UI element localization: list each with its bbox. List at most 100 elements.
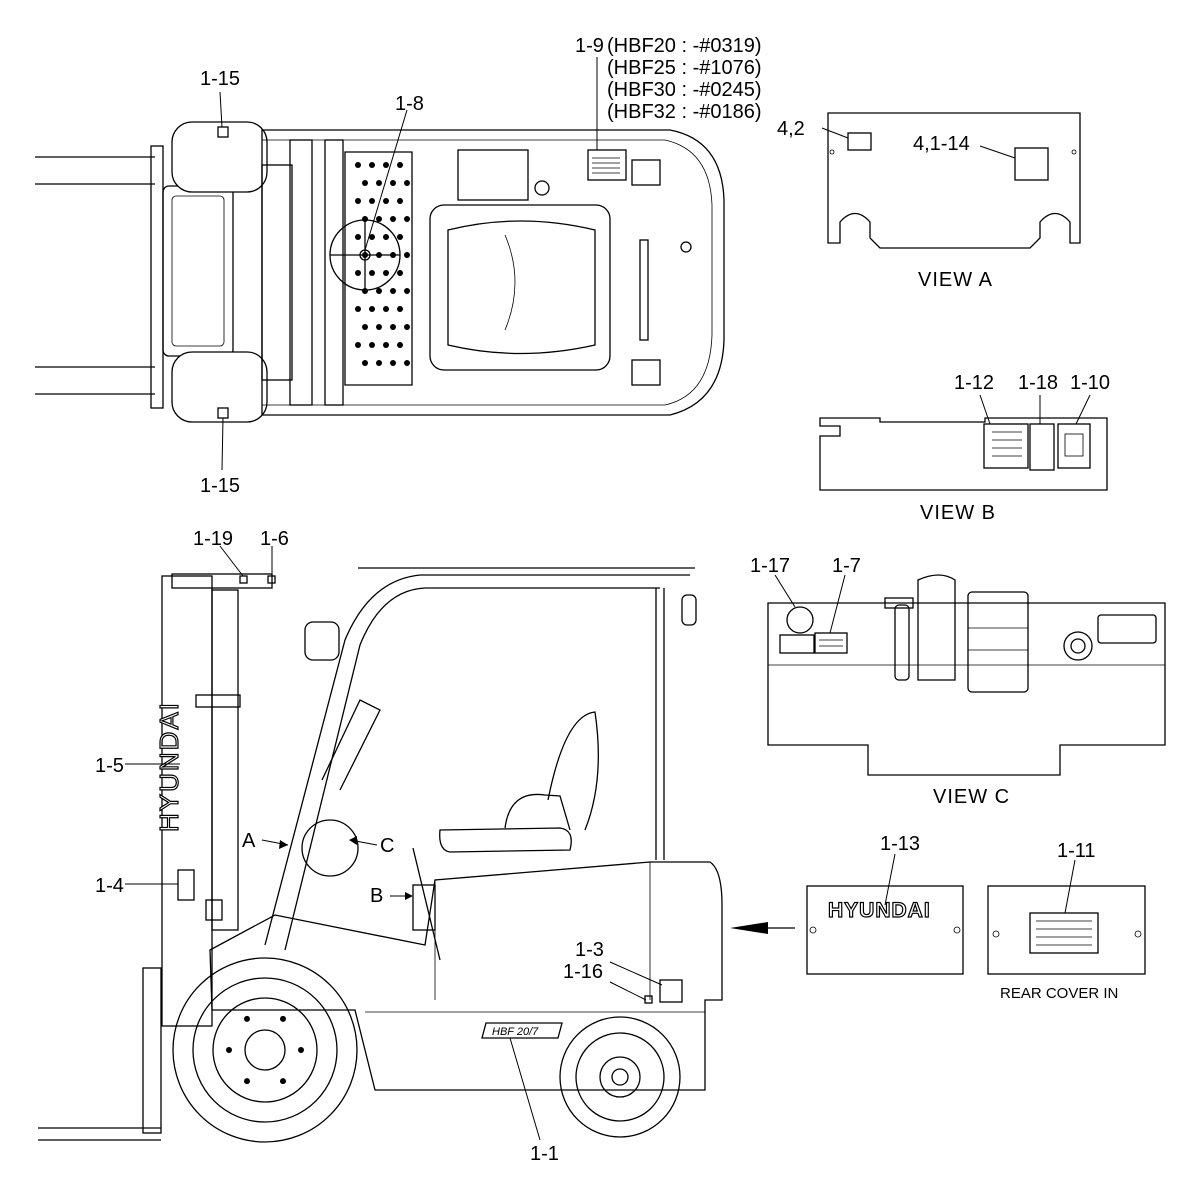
mast-brand-text: HYUNDAI bbox=[154, 701, 184, 832]
decal-1-19 bbox=[239, 575, 248, 584]
floor-hole bbox=[397, 198, 403, 204]
label-1-4: 1-4 bbox=[95, 875, 124, 897]
view-a-title: VIEW A bbox=[918, 269, 993, 291]
floor-hole bbox=[383, 270, 389, 276]
floor-hole bbox=[404, 288, 410, 294]
decal-4-1-14 bbox=[1014, 147, 1049, 181]
floor-hole bbox=[362, 180, 368, 186]
floor-hole bbox=[397, 234, 403, 240]
decal-1-9 bbox=[592, 157, 620, 174]
wheel-bolt bbox=[226, 1047, 232, 1053]
label-1-8: 1-8 bbox=[395, 93, 424, 115]
label-4-2: 4,2 bbox=[777, 118, 805, 140]
view-b-title: VIEW B bbox=[920, 502, 996, 524]
model-badge: HBF 20/7 bbox=[481, 1022, 563, 1039]
view-c-title: VIEW C bbox=[933, 786, 1010, 808]
arrow-b bbox=[390, 892, 413, 900]
floor-hole bbox=[390, 180, 396, 186]
rear-cover-caption: REAR COVER IN bbox=[1000, 985, 1118, 1002]
floor-hole bbox=[383, 234, 389, 240]
floor-hole bbox=[404, 252, 410, 258]
arrow-a bbox=[261, 839, 289, 849]
front-wheel bbox=[172, 957, 358, 1143]
floor-hole bbox=[355, 234, 361, 240]
label-1-9: 1-9 bbox=[575, 35, 604, 57]
floor-hole bbox=[383, 306, 389, 312]
view-a: 4,2 4,1-14 VIEW A bbox=[777, 112, 1081, 291]
label-4-1-14: 4,1-14 bbox=[913, 133, 970, 155]
label-1-7: 1-7 bbox=[832, 555, 861, 577]
floor-hole bbox=[369, 306, 375, 312]
floor-hole bbox=[369, 270, 375, 276]
floor-hole bbox=[376, 288, 382, 294]
floor-hole bbox=[369, 162, 375, 168]
label-1-17: 1-17 bbox=[750, 555, 790, 577]
floor-hole bbox=[376, 216, 382, 222]
floor-hole bbox=[376, 324, 382, 330]
label-1-9-serial-hbf32: (HBF32 : -#0186) bbox=[607, 101, 762, 123]
arrow-c bbox=[349, 836, 378, 846]
floor-hole bbox=[404, 360, 410, 366]
label-arrow-c: C bbox=[380, 835, 394, 857]
decal-1-17 bbox=[786, 606, 814, 634]
floor-hole bbox=[376, 180, 382, 186]
decal-1-11 bbox=[1029, 912, 1099, 954]
label-1-19: 1-19 bbox=[193, 528, 233, 550]
top-view: 1-15 1-8 1-9 (HBF20 : -#0319) (HBF25 : -… bbox=[35, 35, 762, 497]
label-1-12: 1-12 bbox=[954, 372, 994, 394]
floor-plate-holes bbox=[355, 162, 410, 366]
label-1-15-top: 1-15 bbox=[200, 68, 240, 90]
floor-hole bbox=[383, 162, 389, 168]
floor-hole bbox=[355, 270, 361, 276]
floor-hole bbox=[397, 306, 403, 312]
floor-hole bbox=[390, 360, 396, 366]
decal-1-18 bbox=[1029, 423, 1055, 471]
floor-hole bbox=[397, 342, 403, 348]
operator-seat bbox=[429, 204, 611, 371]
floor-hole bbox=[404, 180, 410, 186]
floor-hole bbox=[397, 162, 403, 168]
side-view: HYUNDAI HBF 20/7 bbox=[38, 528, 795, 1165]
decal-1-12 bbox=[983, 423, 1029, 469]
rear-cover-arrow bbox=[730, 922, 795, 934]
label-1-16: 1-16 bbox=[563, 961, 603, 983]
floor-hole bbox=[390, 216, 396, 222]
floor-hole bbox=[404, 216, 410, 222]
view-c: 1-17 1-7 VIEW C bbox=[750, 555, 1166, 808]
wheel-bolt bbox=[280, 1078, 286, 1085]
decal-1-10 bbox=[1057, 423, 1091, 469]
decal-1-7 bbox=[814, 632, 848, 654]
floor-hole bbox=[390, 324, 396, 330]
floor-hole bbox=[369, 234, 375, 240]
label-1-9-serial-hbf25: (HBF25 : -#1076) bbox=[607, 57, 762, 79]
rear-wheel bbox=[559, 1016, 681, 1138]
label-1-11: 1-11 bbox=[1057, 840, 1096, 862]
plate-brand-text: HYUNDAI bbox=[828, 899, 931, 922]
floor-hole bbox=[355, 198, 361, 204]
floor-hole bbox=[383, 342, 389, 348]
decal-4-2 bbox=[847, 132, 872, 151]
floor-hole bbox=[383, 198, 389, 204]
brand-plate: HYUNDAI 1-13 bbox=[806, 833, 964, 975]
label-1-3: 1-3 bbox=[575, 939, 604, 961]
rear-cover-plate: 1-11 REAR COVER IN bbox=[987, 840, 1146, 1002]
label-1-5: 1-5 bbox=[95, 755, 124, 777]
label-1-15-bottom: 1-15 bbox=[200, 475, 240, 497]
wheel-bolt bbox=[244, 1078, 250, 1085]
decal-1-3 bbox=[659, 979, 683, 1003]
label-arrow-b: B bbox=[370, 885, 383, 907]
label-1-18: 1-18 bbox=[1018, 372, 1058, 394]
label-1-6: 1-6 bbox=[260, 528, 289, 550]
floor-hole bbox=[355, 306, 361, 312]
label-arrow-a: A bbox=[242, 830, 256, 852]
floor-hole bbox=[362, 324, 368, 330]
wheel-bolt bbox=[298, 1047, 304, 1053]
label-1-9-serial-hbf30: (HBF30 : -#0245) bbox=[607, 79, 762, 101]
floor-hole bbox=[369, 198, 375, 204]
floor-hole bbox=[355, 342, 361, 348]
model-badge-text: HBF 20/7 bbox=[492, 1026, 539, 1038]
label-1-9-serial-hbf20: (HBF20 : -#0319) bbox=[607, 35, 762, 57]
floor-hole bbox=[355, 162, 361, 168]
floor-hole bbox=[376, 360, 382, 366]
